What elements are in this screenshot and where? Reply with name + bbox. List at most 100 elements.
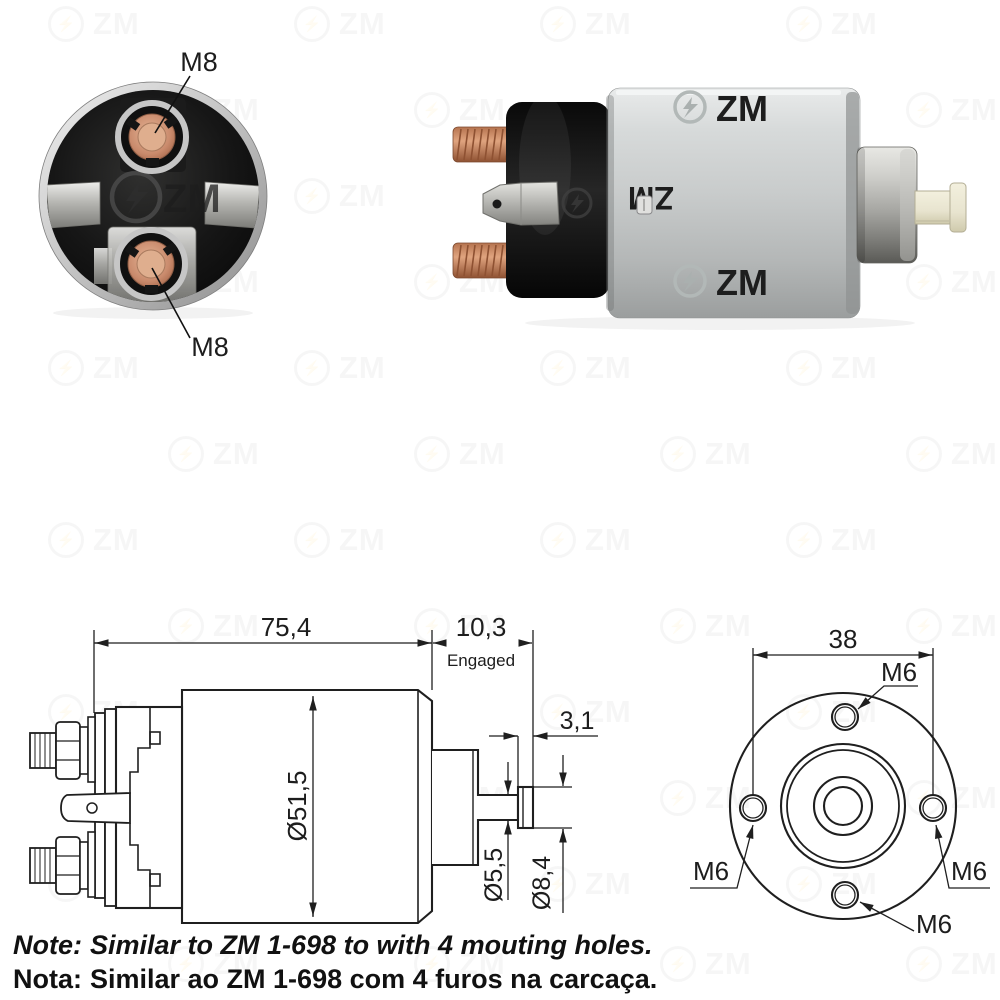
leader-m6-bottom bbox=[859, 901, 915, 932]
background-watermark: ⚡ ZM bbox=[540, 6, 632, 42]
spade-hole bbox=[492, 199, 502, 209]
watermark-text: ZM bbox=[951, 92, 998, 127]
body-top-highlight bbox=[616, 90, 841, 95]
zm-logo-circle-icon: ⚡ bbox=[660, 436, 696, 472]
plate-notch bbox=[94, 248, 112, 284]
background-watermark: ⚡ ZM bbox=[168, 946, 260, 982]
dim-body-diameter: Ø51,5 bbox=[282, 771, 312, 842]
zm-logo-circle-icon: ⚡ bbox=[540, 6, 576, 42]
lightning-bolt-icon bbox=[683, 97, 698, 118]
watermark-text: ZM bbox=[585, 6, 632, 41]
copper-stud-bottom bbox=[452, 242, 514, 279]
leader-m6-top bbox=[857, 685, 918, 710]
dim-engaged-travel: 10,3 bbox=[456, 612, 507, 642]
background-watermark: ⚡ZM bbox=[294, 178, 386, 214]
background-watermark: ⚡ZM bbox=[414, 92, 506, 128]
watermark-text: ZM bbox=[951, 436, 998, 471]
zm-logo-circle-icon bbox=[561, 187, 593, 219]
background-watermark: ⚡ZM bbox=[906, 436, 998, 472]
background-watermark: ⚡ ZM bbox=[786, 6, 878, 42]
zm-logo-circle-icon: ⚡ bbox=[540, 350, 576, 386]
zm-logo-circle-icon: ⚡ bbox=[414, 436, 450, 472]
background-watermark: ⚡ ZM bbox=[414, 946, 506, 982]
terminal-label-top: M8 bbox=[180, 47, 218, 77]
terminal-bottom bbox=[114, 227, 188, 301]
background-watermark: ⚡ZM bbox=[168, 436, 260, 472]
zm-logo-circle-icon: ⚡ bbox=[294, 178, 330, 214]
watermark-text: ZM bbox=[585, 866, 632, 901]
note-text-pt: Similar ao ZM 1-698 com 4 furos na carca… bbox=[90, 964, 658, 994]
photo-shadow bbox=[525, 316, 915, 330]
zm-logo-circle-icon bbox=[109, 170, 163, 224]
background-watermark: ⚡ZM bbox=[906, 92, 998, 128]
zm-logo-circle-icon: ⚡ bbox=[540, 522, 576, 558]
zm-logo-circle-icon: ⚡ bbox=[786, 6, 822, 42]
watermark-text: ZM bbox=[459, 436, 506, 471]
watermark-text: ZM bbox=[705, 608, 752, 643]
background-watermark: ⚡ZM bbox=[540, 522, 632, 558]
contact-strip-left bbox=[47, 181, 101, 229]
zm-logo-circle-icon: ⚡ bbox=[660, 946, 696, 982]
background-watermark: ⚡ ZM bbox=[786, 350, 878, 386]
background-watermark: ⚡ZM bbox=[660, 608, 752, 644]
plunger-pin bbox=[914, 182, 967, 233]
photo-watermark-text: ZM bbox=[163, 177, 221, 221]
watermark-text: ZM bbox=[585, 694, 632, 729]
background-watermark: ⚡ZM bbox=[786, 866, 878, 902]
body-left-shade bbox=[606, 95, 614, 311]
drawn-stud-top bbox=[29, 716, 96, 783]
zm-logo-circle-icon bbox=[673, 264, 707, 298]
background-watermark: ⚡ZM bbox=[786, 522, 878, 558]
watermark-text: ZM bbox=[831, 522, 878, 557]
background-watermark: ⚡ZM bbox=[540, 350, 632, 386]
note-label-en: Note: bbox=[13, 930, 82, 960]
dim-rod-diameter: Ø5,5 bbox=[480, 848, 508, 902]
background-watermark: ⚡ZM bbox=[48, 6, 140, 42]
drawn-stud-bottom bbox=[29, 831, 96, 898]
background-watermark: ⚡ ZM bbox=[414, 436, 506, 472]
note-line-pt: Nota:Similar ao ZM 1-698 com 4 furos na … bbox=[13, 962, 657, 996]
zm-logo-circle-icon: ⚡ bbox=[294, 350, 330, 386]
plunger-boss bbox=[856, 146, 918, 264]
background-watermark: ⚡ZM bbox=[660, 780, 752, 816]
zm-logo-circle-icon: ⚡ bbox=[48, 522, 84, 558]
watermark-text: ZM bbox=[93, 522, 140, 557]
dim-overall-length: 75,4 bbox=[261, 612, 312, 642]
spade-terminal bbox=[482, 181, 560, 226]
background-watermark: ⚡ZM bbox=[660, 946, 752, 982]
body-right-shade bbox=[846, 92, 859, 314]
body-watermark-2: ZM bbox=[673, 262, 768, 303]
watermark-text: ZM bbox=[831, 350, 878, 385]
zm-logo-circle-icon: ⚡ bbox=[168, 946, 204, 982]
engaged-caption: Engaged bbox=[447, 651, 515, 670]
zm-logo-circle-icon: ⚡ bbox=[48, 6, 84, 42]
watermark-text: ZM bbox=[459, 946, 506, 981]
flange-drawing-outline bbox=[728, 691, 958, 921]
background-watermark: ⚡ ZM bbox=[660, 436, 752, 472]
zm-logo-circle-icon: ⚡ bbox=[786, 350, 822, 386]
watermark-text: ZM bbox=[459, 92, 506, 127]
dim-tip-diameter: Ø8,4 bbox=[528, 856, 556, 910]
hole-label-bottom: M6 bbox=[916, 909, 952, 935]
watermark-text: ZM bbox=[213, 946, 260, 981]
photo-shadow bbox=[53, 307, 253, 319]
lightning-bolt-icon bbox=[571, 194, 584, 213]
mounting-hole-top bbox=[830, 702, 860, 732]
watermark-text: ZM bbox=[951, 264, 998, 299]
zm-logo-circle-icon: ⚡ bbox=[168, 436, 204, 472]
dim-hole-spacing: 38 bbox=[829, 624, 858, 654]
watermark-text: ZM bbox=[951, 946, 998, 981]
watermark-text: ZM bbox=[339, 350, 386, 385]
photo-watermark: ZM bbox=[109, 170, 221, 224]
zm-logo-circle-icon: ⚡ bbox=[906, 608, 942, 644]
watermark-text: ZM bbox=[831, 6, 878, 41]
leader-line-top bbox=[154, 75, 191, 134]
watermark-text: ZM bbox=[705, 436, 752, 471]
zm-logo-circle-icon: ⚡ bbox=[906, 946, 942, 982]
watermark-text: ZM bbox=[339, 6, 386, 41]
zm-logo-circle-icon: ⚡ bbox=[414, 946, 450, 982]
watermark-text: ZM bbox=[339, 522, 386, 557]
watermark-text: ZM bbox=[213, 608, 260, 643]
watermark-text: ZM bbox=[459, 608, 506, 643]
